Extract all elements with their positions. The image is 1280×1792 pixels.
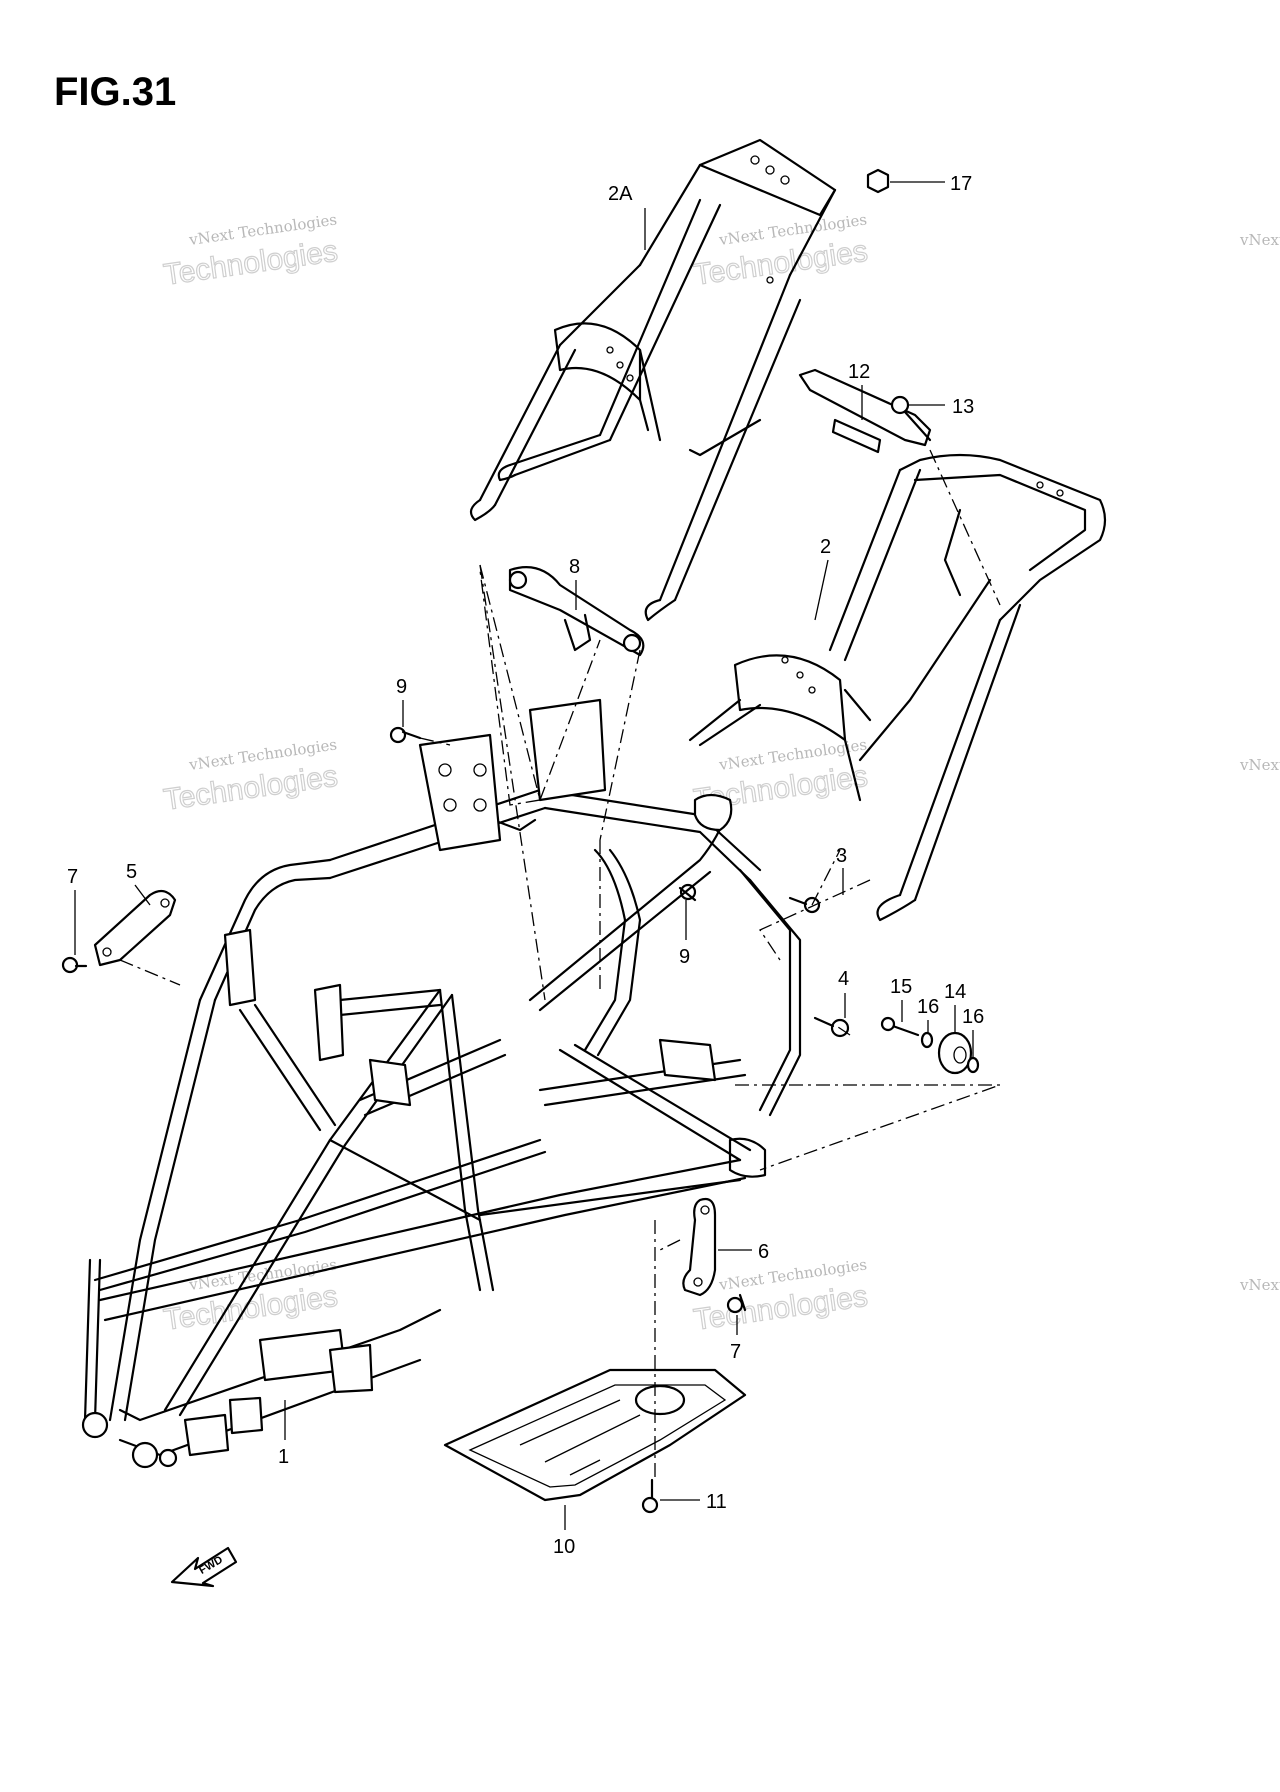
watermark-edge-text: vNext: [1239, 231, 1280, 249]
rear-frame-2A: [469, 138, 837, 622]
washer-16-a: [920, 1031, 934, 1049]
bolt-15: [880, 1016, 920, 1037]
callout-2: 2: [820, 536, 831, 558]
callout-13: 13: [952, 396, 974, 418]
washer-16-b: [966, 1056, 980, 1074]
callout-16-b: 16: [962, 1006, 984, 1028]
callout-7-lower: 7: [730, 1341, 741, 1363]
fwd-arrow-icon: FWD: [170, 1546, 238, 1588]
bolt-7-upper: [61, 956, 88, 974]
leader-lines: [74, 181, 974, 1530]
callout-12: 12: [848, 361, 870, 383]
callout-9-lower: 9: [679, 946, 690, 968]
callout-11: 11: [706, 1491, 727, 1513]
bushing-14: [937, 1031, 973, 1075]
watermark-group: vNext Technologies Technologies vNext Te…: [161, 210, 1280, 1337]
callout-14: 14: [944, 981, 966, 1003]
callout-labels: 2A 17 12 13 2 8 9 9 3 7 5 4 15 16 14 16 …: [67, 173, 984, 1558]
assembly-lines: [119, 449, 1001, 1480]
cross-brace-8: [508, 566, 645, 657]
callout-1: 1: [278, 1446, 289, 1468]
bolt-9-lower: [678, 883, 697, 902]
callout-2A: 2A: [608, 183, 633, 205]
watermark-outline-text: Technologies: [692, 1280, 870, 1337]
watermark-outline-text: Technologies: [162, 1280, 340, 1337]
callout-4: 4: [838, 968, 849, 990]
nut-17: [866, 168, 890, 194]
bolt-7-lower: [726, 1293, 747, 1314]
rear-frame-2: [688, 453, 1107, 922]
watermark-outline-text: Technologies: [162, 235, 340, 292]
callout-6: 6: [758, 1241, 769, 1263]
watermark-edge-text: vNext: [1239, 756, 1280, 774]
callout-15: 15: [890, 976, 912, 998]
bolt-9-upper: [389, 726, 422, 744]
skid-plate-10: [443, 1368, 747, 1502]
watermark-edge-text: vNext: [1239, 1276, 1280, 1294]
callout-9-upper: 9: [396, 676, 407, 698]
callout-3: 3: [836, 845, 847, 867]
callout-8: 8: [569, 556, 580, 578]
bolt-4: [813, 1016, 850, 1038]
bolt-13: [890, 395, 932, 442]
watermark-outline-text: Technologies: [162, 760, 340, 817]
callout-17: 17: [950, 173, 972, 195]
bolt-11: [641, 1478, 659, 1514]
main-frame-1: [81, 698, 802, 1469]
bracket-6: [682, 1197, 717, 1297]
figure-title: FIG.31: [54, 70, 177, 114]
callout-10: 10: [553, 1536, 575, 1558]
bracket-5: [93, 889, 177, 967]
callout-5: 5: [126, 861, 137, 883]
callout-7-upper: 7: [67, 866, 78, 888]
callout-16-a: 16: [917, 996, 939, 1018]
watermark-outline-text: Technologies: [692, 235, 870, 292]
